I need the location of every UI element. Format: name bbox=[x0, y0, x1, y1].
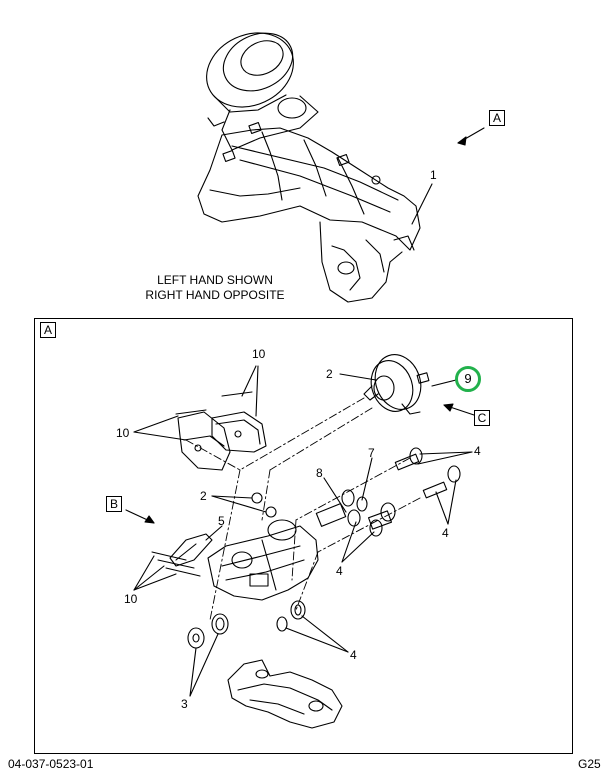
leader-4-rm-a bbox=[435, 491, 449, 525]
view-tag-a-top: A bbox=[489, 110, 505, 126]
leader-4-rm-b bbox=[447, 479, 457, 525]
callout-2-top: 2 bbox=[326, 367, 333, 381]
callout-5: 5 bbox=[218, 514, 225, 528]
slide-pins bbox=[315, 447, 461, 537]
brake-chamber bbox=[363, 354, 430, 415]
callout-4-center: 4 bbox=[336, 564, 343, 578]
leader-2-mid-a bbox=[211, 495, 253, 499]
leader-4-c-a bbox=[341, 521, 357, 563]
figure-number: 04-037-0523-01 bbox=[8, 757, 94, 771]
callout-10-left: 10 bbox=[116, 426, 130, 440]
callout-2-mid: 2 bbox=[200, 489, 207, 503]
leader-4-c-b bbox=[341, 531, 375, 563]
callout-4-bottom: 4 bbox=[350, 648, 357, 662]
leader-3-a bbox=[189, 647, 197, 697]
leader-10-top-a bbox=[241, 365, 257, 397]
callout-3: 3 bbox=[181, 697, 188, 711]
callout-8: 8 bbox=[316, 466, 323, 480]
leader-5 bbox=[205, 525, 223, 541]
leader-3-b bbox=[189, 633, 219, 697]
leader-4-b-a bbox=[301, 615, 349, 653]
leader-10-bot-c bbox=[133, 573, 177, 591]
leader-2-mid-b bbox=[211, 495, 267, 513]
leader-7 bbox=[361, 457, 373, 501]
sheet-code: G25 bbox=[578, 757, 601, 771]
note-line-1: LEFT HAND SHOWN bbox=[157, 273, 273, 287]
callout-10-bottom: 10 bbox=[124, 592, 138, 606]
leader-4-rt-a bbox=[419, 451, 473, 455]
leader-10-bot-a bbox=[133, 555, 155, 591]
view-tag-a-box: A bbox=[40, 322, 56, 338]
brake-pads bbox=[175, 391, 267, 471]
leader-1 bbox=[411, 183, 433, 225]
leader-9 bbox=[431, 379, 457, 387]
callout-4-right-top: 4 bbox=[474, 444, 481, 458]
leader-10-left-a bbox=[133, 415, 179, 433]
leader-2-top bbox=[339, 373, 377, 381]
callout-9-highlighted: 9 bbox=[455, 366, 481, 392]
caliper-carrier bbox=[227, 659, 343, 729]
view-c-arrow bbox=[443, 403, 475, 416]
leader-4-rt-b bbox=[417, 451, 473, 465]
view-b-arrow bbox=[125, 509, 155, 524]
alignment-lines bbox=[185, 397, 421, 621]
leader-10-bot-b bbox=[133, 565, 165, 591]
detail-view-a-frame bbox=[34, 318, 573, 754]
callout-4-right-mid: 4 bbox=[442, 526, 449, 540]
note-line-2: RIGHT HAND OPPOSITE bbox=[145, 288, 285, 302]
leader-10-left-b bbox=[133, 431, 187, 441]
caliper-housing bbox=[207, 519, 319, 601]
callout-7: 7 bbox=[368, 446, 375, 460]
callout-10-top: 10 bbox=[252, 347, 266, 361]
view-tag-c: C bbox=[474, 410, 490, 426]
axle-brake-assembly bbox=[197, 32, 421, 303]
leader-4-b-b bbox=[285, 627, 349, 653]
pad-retainer bbox=[151, 533, 213, 577]
view-a-arrow bbox=[457, 127, 485, 146]
view-tag-b: B bbox=[106, 496, 122, 512]
leader-8 bbox=[323, 477, 347, 513]
callout-1: 1 bbox=[430, 168, 437, 182]
leader-10-top-b bbox=[255, 365, 259, 417]
orientation-note: LEFT HAND SHOWN RIGHT HAND OPPOSITE bbox=[120, 273, 310, 303]
